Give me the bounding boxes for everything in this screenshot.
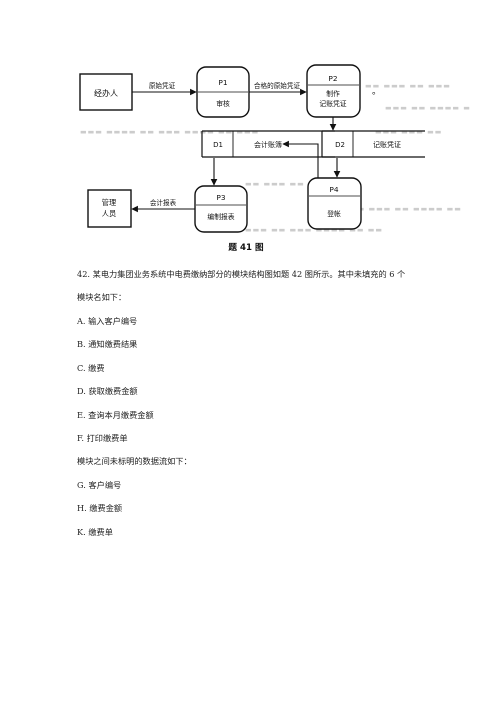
store-d1: D1 会计账簿 [201, 130, 335, 158]
flow-label-original-voucher: 原始凭证 [149, 81, 176, 90]
module-option: D. 获取缴费金额 [77, 386, 138, 396]
bleed-through-text: ▬▬▬ ▬▬▬▬ ▬▬ ▬▬▬ ▬▬▬▬ ▬▬ ▬▬▬ [80, 128, 260, 136]
data-flow-diagram: 经办人 原始凭证 P1 审核 合格的原始凭证 P2 制作 记账凭证 。 D1 会… [79, 64, 425, 253]
figure-caption: 题 41 图 [228, 242, 264, 253]
bleed-through-text: ▬▬▬ ▬▬▬ ▬▬ [375, 128, 443, 136]
entity-agent-label: 经办人 [94, 88, 118, 98]
process-p3: P3 编制报表 [194, 185, 248, 233]
module-option: F. 打印缴费单 [77, 433, 128, 443]
flow-label-qualified-voucher: 合格的原始凭证 [254, 81, 301, 90]
entity-agent: 经办人 [79, 73, 133, 111]
flow-label-accounting-report: 会计报表 [150, 198, 177, 207]
question-line-1: 42. 某电力集团业务系统中电费缴纳部分的模块结构图如题 42 图所示。其中未填… [77, 268, 405, 280]
process-p2-id: P2 [328, 74, 337, 83]
entity-manager: 管理 人员 [87, 189, 132, 228]
question-text: 某电力集团业务系统中电费缴纳部分的模块结构图如题 42 图所示。其中未填充的 6… [92, 269, 406, 279]
process-p2: P2 制作 记账凭证 [306, 64, 361, 118]
module-option: E. 查询本月缴费金额 [77, 410, 154, 420]
process-p2-label-line1: 制作 [326, 89, 340, 98]
bleed-through-text: ▬▬ ▬▬▬ ▬▬ ▬▬▬▬ ▬▬ [350, 205, 462, 213]
process-p2-label-line2: 记账凭证 [319, 99, 346, 108]
flow-option: H. 缴费金额 [77, 503, 123, 513]
process-p4-label: 登帐 [327, 209, 341, 218]
bleed-through-text: ▬▬▬ ▬▬ ▬▬▬▬ ▬ [385, 104, 471, 112]
store-d1-label: 会计账簿 [254, 140, 282, 149]
process-p1: P1 审核 [196, 66, 250, 118]
store-d2-label: 记账凭证 [373, 140, 401, 149]
process-p4: P4 登帐 [307, 177, 362, 230]
module-option: B. 通知缴费结果 [77, 339, 138, 349]
flow-option: K. 缴费单 [77, 527, 113, 537]
stray-mark: 。 [372, 87, 381, 97]
process-p1-label: 审核 [216, 99, 230, 108]
process-p3-label: 编制报表 [207, 212, 234, 221]
question-line-2: 模块名如下： [77, 292, 127, 302]
store-d1-id: D1 [213, 141, 223, 149]
bleed-through-text: ▬▬ ▬▬▬ ▬▬ ▬▬▬ [365, 82, 451, 90]
module-option: A. 输入客户编号 [77, 316, 138, 326]
module-option: C. 缴费 [77, 363, 105, 373]
bleed-through-text: ▬▬ ▬▬▬ ▬▬ ▬▬▬▬ [245, 180, 339, 188]
store-d2: D2 记账凭证 [321, 130, 425, 158]
entity-manager-label-line1: 管理 [102, 198, 116, 207]
process-p4-id: P4 [329, 185, 338, 194]
flow-p4-to-d1 [282, 140, 319, 178]
flow-option: G. 客户编号 [77, 480, 122, 490]
process-p1-id: P1 [218, 78, 227, 87]
process-p3-id: P3 [216, 193, 225, 202]
entity-manager-label-line2: 人员 [102, 209, 116, 218]
bleed-through-text: ▬▬▬ ▬▬ ▬▬▬ ▬▬▬▬ ▬▬ ▬▬ [245, 226, 383, 234]
question-number: 42. [77, 269, 91, 279]
store-d2-id: D2 [335, 141, 345, 149]
flows-intro: 模块之间未标明的数据流如下： [77, 456, 192, 466]
